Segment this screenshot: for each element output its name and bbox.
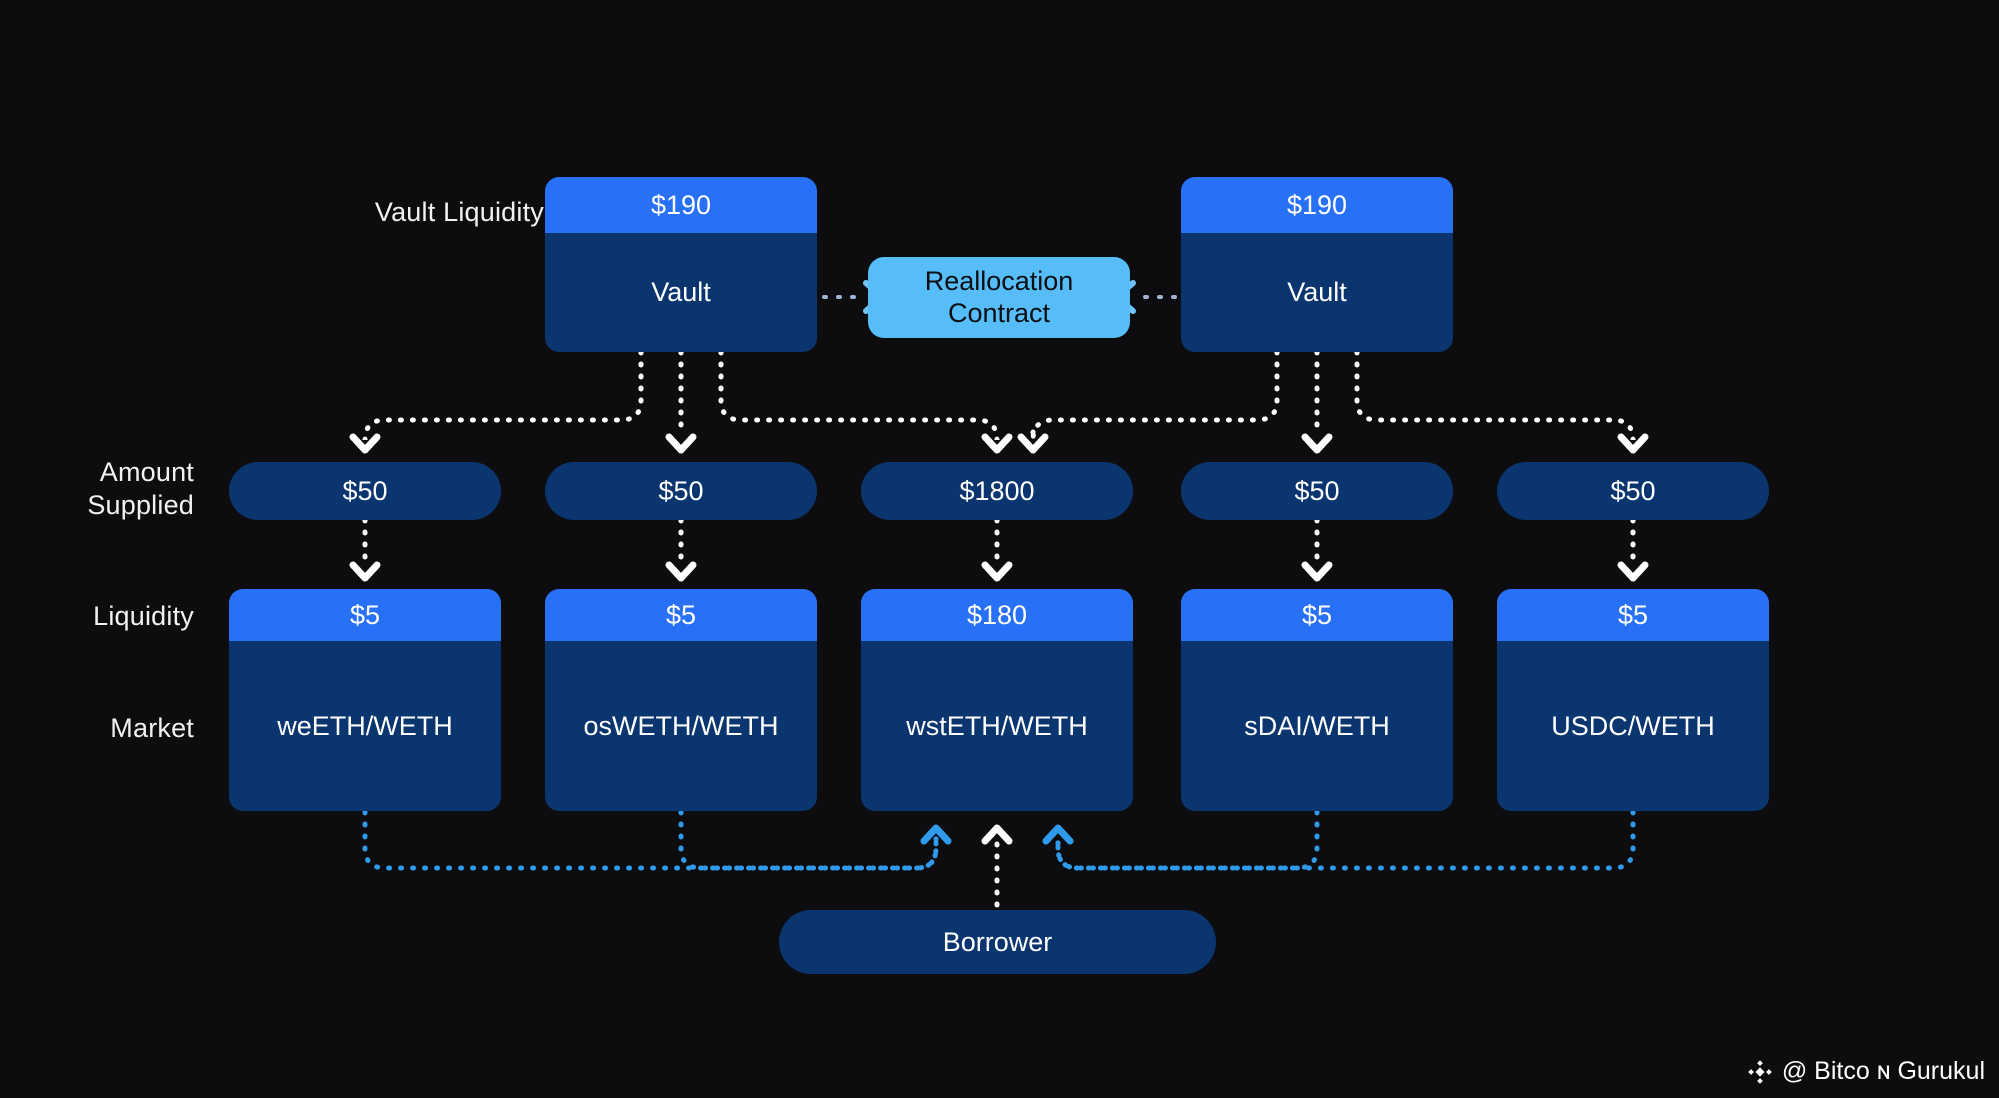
vault-right[interactable]: $190 Vault [1181, 177, 1453, 352]
amount-supplied-1[interactable]: $50 [545, 462, 817, 520]
amount-supplied-line2: Supplied [87, 489, 194, 520]
market-card-3[interactable]: $5 sDAI/WETH [1181, 589, 1453, 811]
market-0-liquidity: $5 [229, 589, 501, 641]
vault-right-fanout [1030, 349, 1636, 441]
market-to-wsteth-wires [362, 809, 1636, 871]
row-label-vault-liquidity: Vault Liquidity [374, 197, 544, 227]
vault-left-name: Vault [545, 233, 817, 352]
vault-right-amount: $190 [1181, 177, 1453, 233]
market-card-4[interactable]: $5 USDC/WETH [1497, 589, 1769, 811]
watermark: @ Bitco ɴ Gurukul [1747, 1057, 1985, 1086]
borrower-node[interactable]: Borrower [779, 910, 1216, 974]
vault-left-fanout [362, 349, 1000, 441]
amount-supplied-line1: Amount [99, 457, 194, 487]
contract-line2: Contract [947, 297, 1051, 328]
vault-right-name: Vault [1181, 233, 1453, 352]
market-1-liquidity: $5 [545, 589, 817, 641]
row-label-liquidity: Liquidity [93, 601, 194, 631]
market-1-name: osWETH/WETH [545, 641, 817, 811]
market-4-name: USDC/WETH [1497, 641, 1769, 811]
market-card-1[interactable]: $5 osWETH/WETH [545, 589, 817, 811]
reallocation-contract[interactable]: Reallocation Contract [868, 257, 1130, 338]
market-card-2[interactable]: $180 wstETH/WETH [861, 589, 1133, 811]
amount-supplied-0[interactable]: $50 [229, 462, 501, 520]
market-0-name: weETH/WETH [229, 641, 501, 811]
market-card-0[interactable]: $5 weETH/WETH [229, 589, 501, 811]
market-2-liquidity: $180 [861, 589, 1133, 641]
amount-supplied-3[interactable]: $50 [1181, 462, 1453, 520]
amount-supplied-4[interactable]: $50 [1497, 462, 1769, 520]
contract-line1: Reallocation [924, 266, 1074, 297]
row-label-amount-supplied: Amount Supplied [34, 456, 194, 522]
vault-left-amount: $190 [545, 177, 817, 233]
row-label-market: Market [110, 713, 194, 743]
market-2-name: wstETH/WETH [861, 641, 1133, 811]
market-3-liquidity: $5 [1181, 589, 1453, 641]
vault-left[interactable]: $190 Vault [545, 177, 817, 352]
amount-supplied-2[interactable]: $1800 [861, 462, 1133, 520]
market-4-liquidity: $5 [1497, 589, 1769, 641]
supplied-to-liquidity-wires [362, 517, 1636, 563]
market-3-name: sDAI/WETH [1181, 641, 1453, 811]
diamond-logo-icon [1747, 1059, 1773, 1085]
watermark-handle: @ Bitco ɴ Gurukul [1781, 1057, 1985, 1085]
